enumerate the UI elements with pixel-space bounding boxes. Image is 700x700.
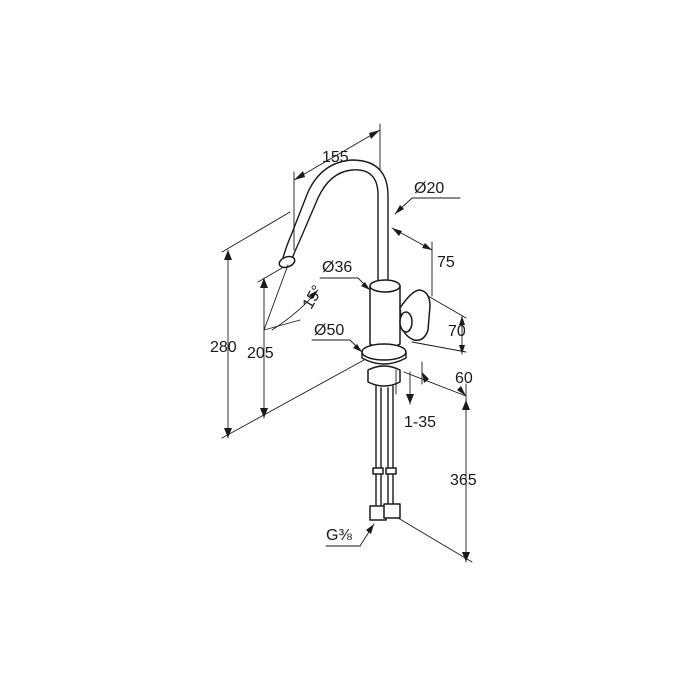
handle-hub — [399, 311, 413, 333]
label-base-diameter: Ø50 — [314, 322, 344, 339]
label-spout-diameter: Ø20 — [414, 180, 444, 197]
spout-inner — [282, 159, 389, 283]
base-flange — [361, 343, 407, 361]
hose-coupling-right — [385, 467, 397, 475]
hose-fitting-right — [383, 503, 401, 519]
label-spout-height: 205 — [247, 345, 274, 362]
mounting-nut — [367, 365, 401, 387]
label-hose-length: 365 — [450, 472, 477, 489]
faucet-outline — [278, 159, 431, 521]
label-base-offset: 60 — [455, 370, 473, 387]
hose-coupling-left — [372, 467, 384, 475]
label-counter-thickness: 1-35 — [404, 414, 436, 431]
label-swivel-angle: 15° — [300, 283, 327, 312]
spout-outer — [289, 169, 379, 281]
hose-fitting-left — [369, 505, 387, 521]
label-body-diameter: Ø36 — [322, 259, 352, 276]
label-spout-reach: 155 — [322, 149, 349, 166]
dimension-lines — [221, 123, 473, 563]
spout-tip — [278, 255, 296, 269]
label-handle-offset: 75 — [437, 254, 455, 271]
base-flange-side — [361, 351, 407, 365]
body-top — [369, 279, 401, 293]
label-connection-thread: G⅜ — [326, 527, 352, 544]
label-total-height: 280 — [210, 339, 237, 356]
label-handle-height: 70 — [448, 323, 466, 340]
